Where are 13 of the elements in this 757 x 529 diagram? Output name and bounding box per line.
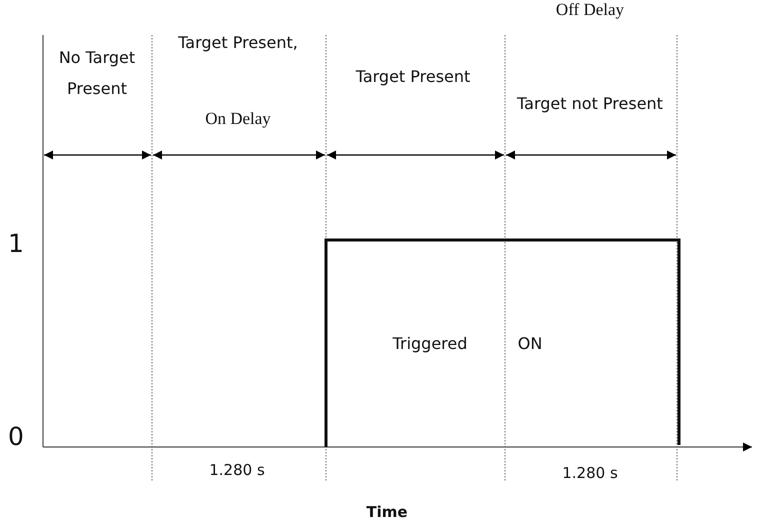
level-label: 0 xyxy=(7,421,25,452)
phase-label: Target not Present xyxy=(516,93,664,115)
phase-label: Target Present, xyxy=(177,32,299,54)
phase-label: On Delay xyxy=(204,108,272,130)
duration-label: 1.280 s xyxy=(561,463,619,484)
phase-label: Target Present xyxy=(354,66,472,88)
state-label: Triggered xyxy=(392,333,468,355)
state-label: ON xyxy=(516,333,544,355)
phase-heading: Off Delay xyxy=(554,0,626,21)
duration-label: 1.280 s xyxy=(208,460,266,481)
phase-label: No Target Present xyxy=(58,47,136,100)
axis-title: Time xyxy=(365,502,409,523)
level-label: 1 xyxy=(7,228,25,259)
